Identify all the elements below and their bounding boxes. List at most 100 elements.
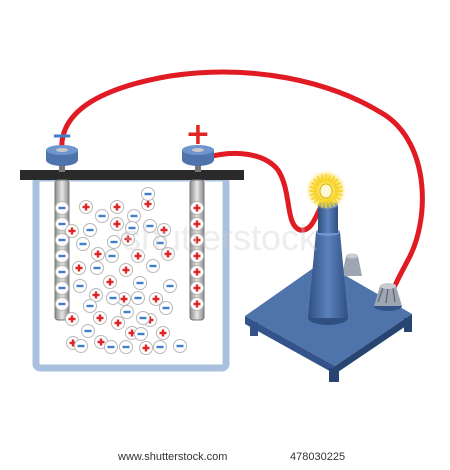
negative-ion bbox=[136, 311, 150, 325]
glow-ray bbox=[309, 185, 318, 190]
glow-ray bbox=[333, 181, 342, 188]
negative-ion bbox=[55, 233, 69, 247]
negative-ion bbox=[83, 223, 97, 237]
positive-ion bbox=[161, 247, 175, 261]
negative-ion bbox=[173, 339, 187, 353]
negative-ion bbox=[73, 279, 87, 293]
positive-ion bbox=[91, 247, 105, 261]
negative-ion bbox=[55, 297, 69, 311]
negative-ion bbox=[74, 339, 88, 353]
positive-ion bbox=[65, 312, 79, 326]
negative-terminal bbox=[46, 145, 78, 172]
negative-ion bbox=[134, 327, 148, 341]
negative-ion bbox=[55, 217, 69, 231]
positive-ion bbox=[190, 217, 204, 231]
light-bulb-glow bbox=[306, 170, 346, 210]
glow-ray bbox=[310, 181, 319, 188]
negative-ion bbox=[153, 236, 167, 250]
positive-ion bbox=[139, 341, 153, 355]
positive-ion bbox=[156, 326, 170, 340]
negative-ion bbox=[104, 340, 118, 354]
watermark: shutterstock bbox=[123, 217, 318, 258]
glow-ray bbox=[327, 174, 332, 183]
negative-ion bbox=[90, 261, 104, 275]
image-id: 478030225 bbox=[290, 451, 346, 463]
glow-ray bbox=[329, 175, 336, 184]
positive-ion bbox=[131, 249, 145, 263]
negative-ion bbox=[131, 291, 145, 305]
electrolyte-ions bbox=[65, 187, 187, 355]
negative-ion bbox=[107, 235, 121, 249]
lamp-side-terminal bbox=[342, 253, 362, 276]
positive-ion bbox=[119, 263, 133, 277]
glow-ray bbox=[334, 185, 343, 190]
negative-ion bbox=[120, 305, 134, 319]
negative-ion bbox=[153, 340, 167, 354]
positive-ion bbox=[89, 288, 103, 302]
positive-ion bbox=[149, 292, 163, 306]
positive-ion bbox=[103, 275, 117, 289]
glow-ray bbox=[309, 192, 318, 197]
positive-electrode bbox=[189, 179, 205, 321]
wire-negative bbox=[59, 69, 425, 303]
negative-ion bbox=[125, 221, 139, 235]
positive-ion bbox=[190, 281, 204, 295]
positive-ion bbox=[190, 201, 204, 215]
negative-ion bbox=[119, 340, 133, 354]
glow-ray bbox=[316, 198, 323, 207]
battery-lid bbox=[20, 170, 244, 180]
negative-ion bbox=[146, 259, 160, 273]
negative-ion bbox=[76, 237, 90, 251]
glow-ray bbox=[329, 198, 336, 207]
positive-ion bbox=[190, 249, 204, 263]
positive-ion bbox=[72, 261, 86, 275]
negative-ion bbox=[159, 301, 173, 315]
negative-ion bbox=[141, 187, 155, 201]
glow-ray bbox=[331, 178, 339, 186]
positive-ion bbox=[65, 224, 79, 238]
positive-terminal bbox=[182, 145, 214, 172]
glow-ray bbox=[334, 192, 343, 197]
glow-ray bbox=[313, 178, 321, 186]
glow-ray bbox=[316, 175, 323, 184]
positive-ion bbox=[93, 311, 107, 325]
glow-ray bbox=[320, 199, 325, 208]
footer-bar: www.shutterstock.com 478030225 bbox=[0, 446, 450, 470]
negative-ion bbox=[55, 201, 69, 215]
glow-ray bbox=[320, 174, 325, 183]
site-url: www.shutterstock.com bbox=[118, 451, 228, 463]
positive-ion bbox=[111, 316, 125, 330]
glow-ray bbox=[313, 196, 321, 204]
light-bulb-icon bbox=[319, 183, 333, 199]
negative-ion bbox=[106, 291, 120, 305]
wire-positive bbox=[197, 150, 325, 233]
positive-ion bbox=[157, 223, 171, 237]
positive-ion bbox=[190, 233, 204, 247]
base-terminal bbox=[374, 283, 402, 311]
negative-ion bbox=[55, 249, 69, 263]
negative-terminal-symbol: − bbox=[51, 121, 73, 151]
glow-ray bbox=[333, 194, 342, 201]
positive-ion bbox=[110, 217, 124, 231]
negative-ion bbox=[133, 276, 147, 290]
negative-ion bbox=[143, 219, 157, 233]
negative-ion bbox=[95, 209, 109, 223]
glow-ray bbox=[310, 194, 319, 201]
negative-ion bbox=[55, 281, 69, 295]
negative-ion bbox=[105, 249, 119, 263]
positive-ion bbox=[110, 200, 124, 214]
negative-ion bbox=[83, 299, 97, 313]
positive-terminal-symbol: + bbox=[185, 117, 210, 152]
negative-electrode bbox=[54, 179, 70, 321]
positive-ion bbox=[121, 232, 135, 246]
negative-ion bbox=[81, 324, 95, 338]
negative-ion bbox=[163, 279, 177, 293]
lamp-holder bbox=[308, 201, 348, 325]
glow-ray bbox=[331, 196, 339, 204]
positive-ion bbox=[79, 200, 93, 214]
positive-ion bbox=[190, 265, 204, 279]
positive-ion bbox=[190, 297, 204, 311]
glow-ray bbox=[327, 199, 332, 208]
negative-ion bbox=[55, 265, 69, 279]
